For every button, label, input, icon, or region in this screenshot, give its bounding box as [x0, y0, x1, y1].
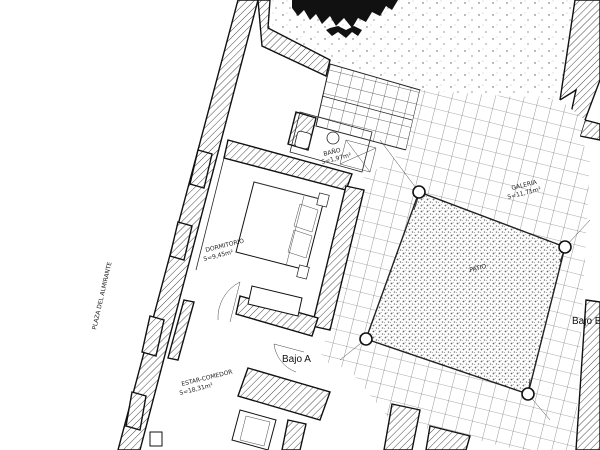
nightstand-icon — [296, 264, 310, 280]
nightstand-icon — [316, 192, 330, 208]
column-square — [149, 431, 163, 447]
toilet-icon — [294, 130, 312, 150]
facade-window-jamb — [125, 391, 147, 431]
patio-label: PATIO — [469, 263, 487, 274]
sink-icon — [326, 131, 340, 145]
garden-area — [268, 0, 575, 100]
facade-window-jamb — [141, 315, 165, 357]
facade-window-jamb — [189, 149, 213, 189]
wall-lower-mid — [237, 367, 331, 421]
column — [412, 185, 426, 199]
column — [558, 240, 572, 254]
wall-right-stub — [579, 119, 600, 141]
bano-label: BAÑO — [323, 147, 342, 158]
dormitorio-wall-left — [195, 157, 225, 271]
door-swing — [217, 281, 241, 321]
bathroom-outline — [289, 111, 373, 173]
bed-icon — [235, 181, 325, 271]
column — [521, 387, 535, 401]
shrub-icon — [292, 0, 398, 38]
armchair-icon — [231, 409, 277, 450]
wall-lower-mid2 — [281, 419, 307, 450]
wall-lower-right — [383, 403, 421, 450]
wall-right-bottom — [575, 299, 600, 450]
wall-top-left — [257, 0, 331, 77]
dormitorio-wall-top — [223, 139, 353, 191]
wardrobe-icon — [247, 285, 303, 317]
door-swing — [273, 343, 297, 373]
unit-b-label: Bajo B — [572, 316, 600, 327]
wall-lower-right2 — [425, 425, 471, 450]
column — [359, 332, 373, 346]
pillow-icon — [293, 203, 319, 233]
street-label: PLAZA DEL ALMIRANTE — [91, 261, 113, 330]
facade-window-jamb — [169, 221, 193, 261]
pillow-icon — [287, 229, 313, 259]
unit-a-label: Bajo A — [282, 354, 311, 365]
wall-lower-left — [167, 299, 195, 361]
dormitorio-wall-right — [311, 185, 365, 331]
